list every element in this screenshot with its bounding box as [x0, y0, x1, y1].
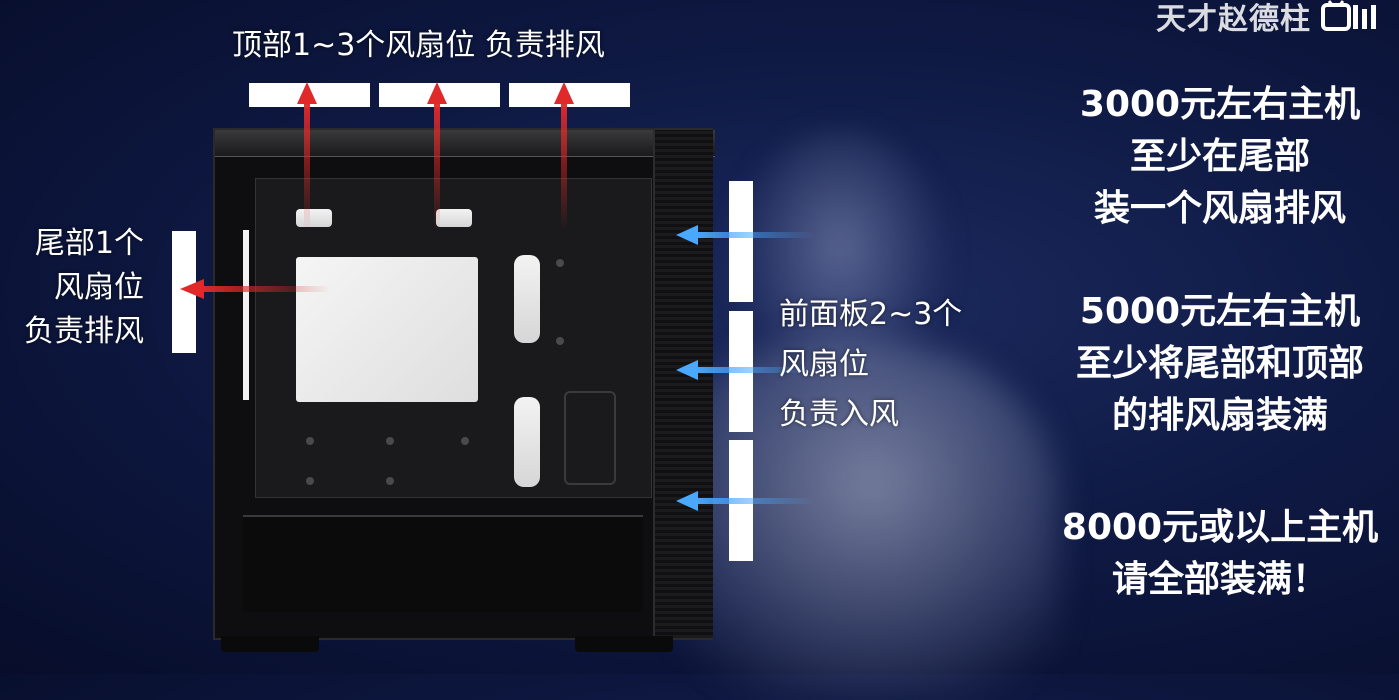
top-exhaust-arrow-icon: [297, 82, 317, 230]
case-front-mesh-panel: [653, 130, 713, 638]
rear-fan-label-line: 负责排风: [24, 314, 144, 349]
top-exhaust-arrow-icon: [427, 82, 447, 230]
rear-exhaust-arrow-icon: [180, 279, 330, 299]
screw: [306, 437, 314, 445]
top-exhaust-arrow-icon: [554, 82, 574, 230]
recommendation-line: 装一个风扇排风: [1093, 188, 1346, 229]
recommendation-line: 3000元左右主机: [1079, 84, 1361, 125]
screw: [386, 477, 394, 485]
psu-bracket: [564, 391, 616, 485]
case-foot: [221, 636, 319, 652]
front-intake-arrow-icon: [676, 225, 815, 245]
screw: [556, 337, 564, 345]
screw: [461, 437, 469, 445]
recommendation-line: 请全部装满！: [1111, 559, 1328, 600]
screw: [306, 477, 314, 485]
recommendation-8000: 8000元或以上主机 请全部装满！: [1030, 502, 1399, 606]
recommendation-line: 8000元或以上主机: [1061, 507, 1379, 548]
front-fan-slot-1: [729, 181, 753, 302]
front-fan-label-line: 风扇位: [779, 347, 869, 382]
cable-slot: [514, 397, 540, 487]
pc-case-image: [213, 128, 715, 652]
top-cable-hole: [436, 209, 472, 227]
recommendation-line: 至少在尾部: [1129, 136, 1310, 177]
recommendation-5000: 5000元左右主机 至少将尾部和顶部 的排风扇装满: [1030, 286, 1399, 442]
front-fan-label-line: 前面板2~3个: [779, 297, 963, 332]
recommendation-line: 5000元左右主机: [1079, 291, 1361, 332]
bilibili-logo-icon: [1321, 0, 1379, 33]
recommendation-line: 至少将尾部和顶部: [1075, 343, 1364, 384]
psu-shroud: [243, 515, 643, 612]
rear-vent-glow: [243, 230, 249, 400]
rear-fan-label: 尾部1个 风扇位 负责排风: [4, 222, 144, 354]
airflow-arrows: [180, 82, 815, 511]
top-fan-label: 顶部1~3个风扇位 负责排风: [232, 28, 605, 63]
front-fan-label: 前面板2~3个 风扇位 负责入风: [779, 290, 962, 440]
motherboard-cutout: [296, 257, 478, 402]
channel-watermark: 天才赵德柱: [1156, 0, 1379, 38]
cable-slot: [514, 255, 540, 343]
recommendation-line: 的排风扇装满: [1111, 395, 1328, 436]
front-intake-arrow-icon: [676, 491, 815, 511]
screw: [386, 437, 394, 445]
case-top-panel: [215, 130, 715, 157]
screw: [556, 259, 564, 267]
case-interior: [255, 178, 652, 498]
front-fan-label-line: 负责入风: [779, 397, 899, 432]
front-intake-arrow-icon: [676, 360, 815, 380]
case-foot: [575, 636, 673, 652]
rear-fan-label-line: 尾部1个: [34, 226, 144, 261]
rear-fan-label-line: 风扇位: [54, 270, 144, 305]
recommendation-3000: 3000元左右主机 至少在尾部 装一个风扇排风: [1030, 79, 1399, 235]
channel-name: 天才赵德柱: [1156, 2, 1311, 37]
